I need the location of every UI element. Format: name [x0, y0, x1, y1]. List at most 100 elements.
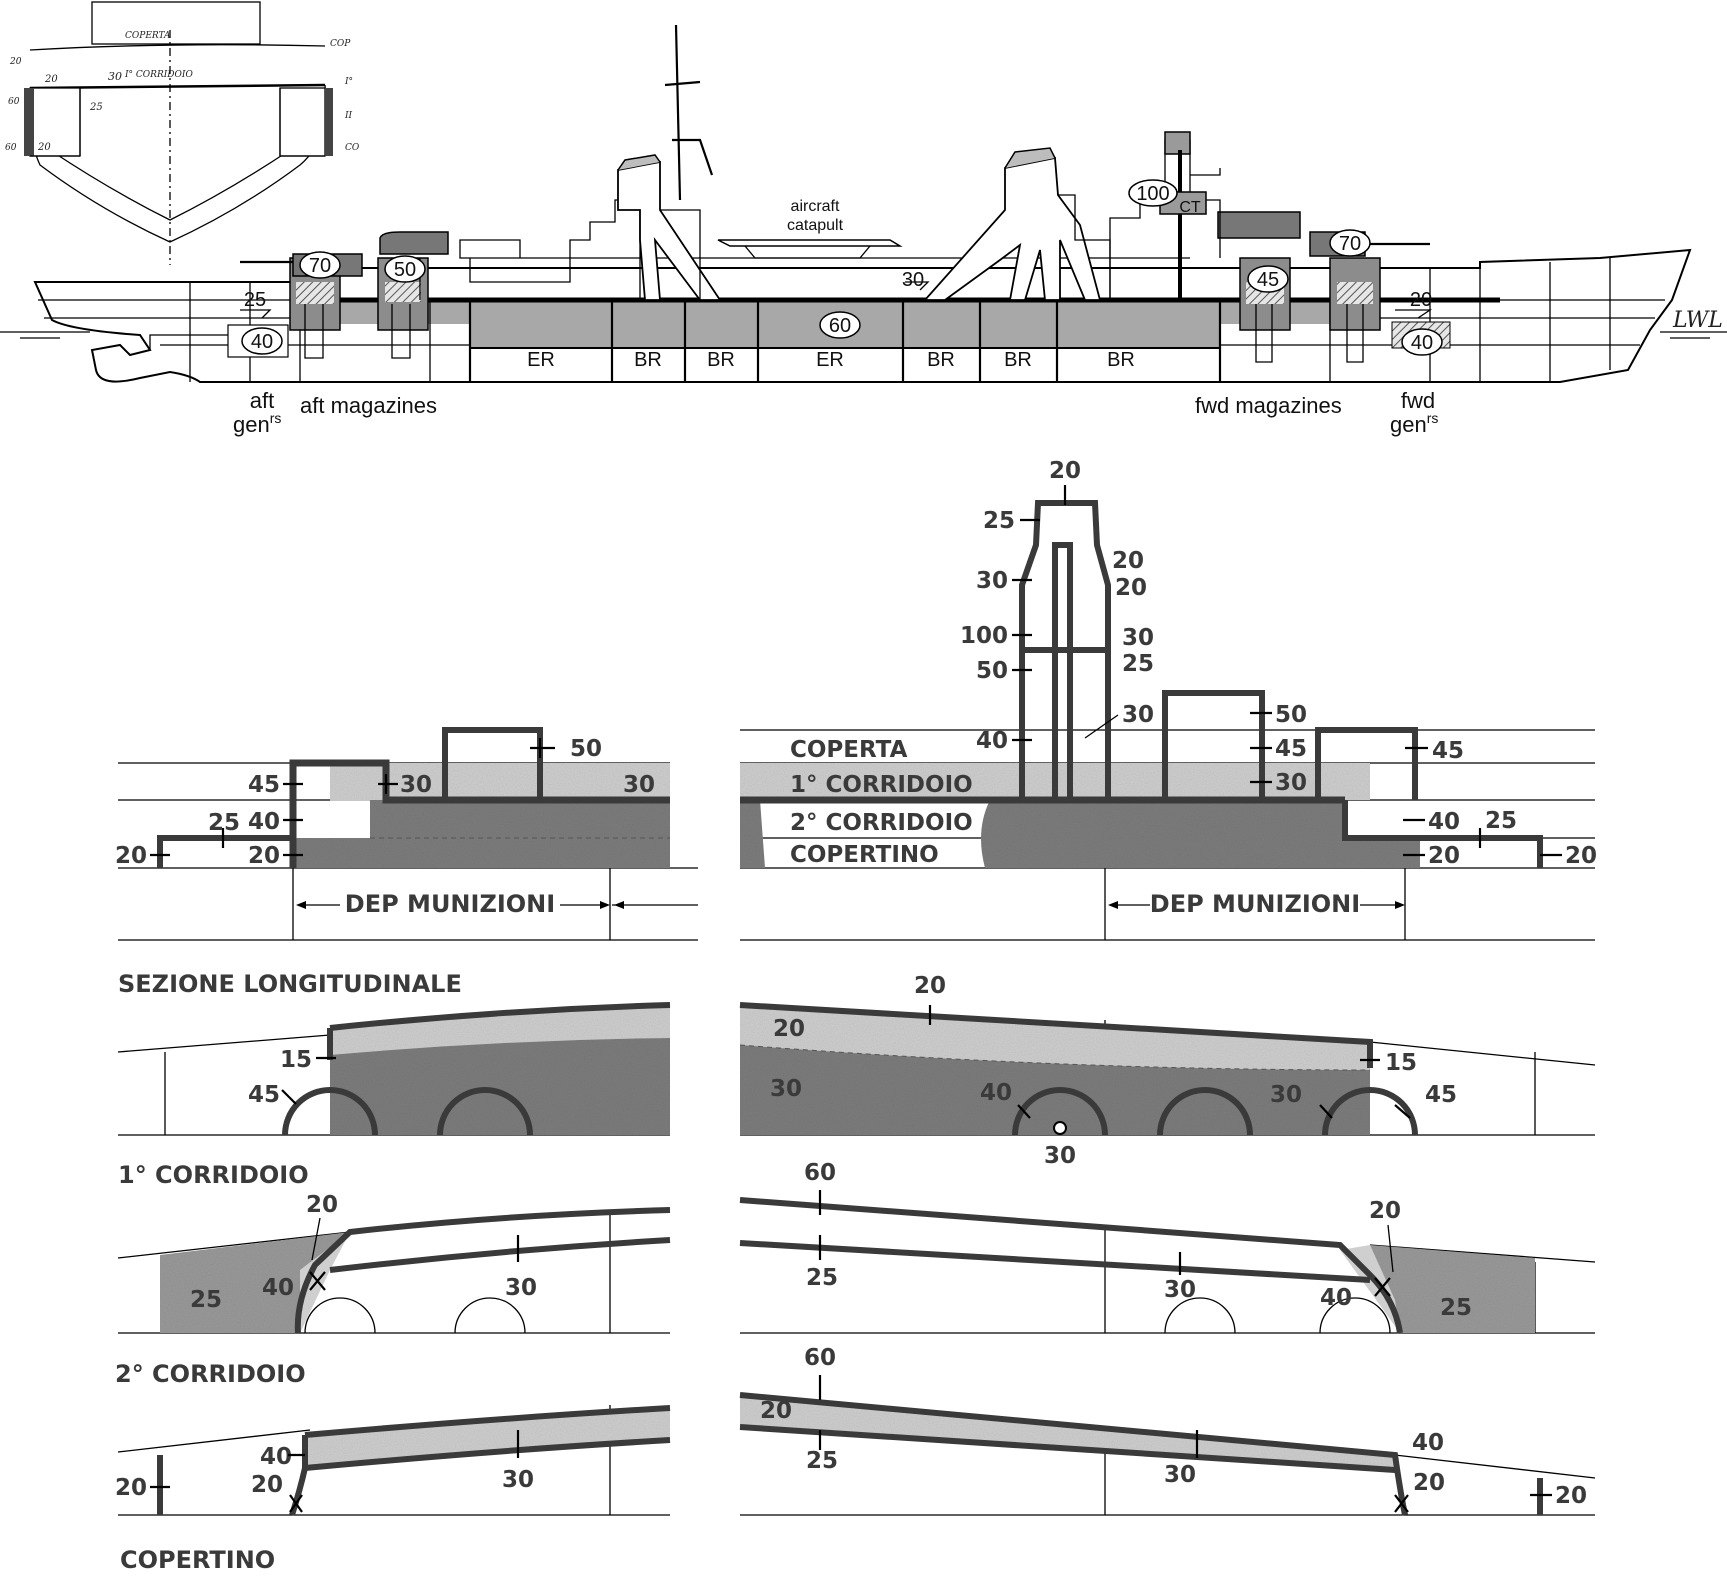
plan-1-corridoio-right: 20 20 30 40 30 30 15 45: [739, 973, 1596, 1169]
row-label-1-corridoio: 1° CORRIDOIO: [790, 772, 973, 798]
armor-value: 25: [1122, 651, 1154, 677]
aft-magazines-label: aft magazines: [300, 393, 437, 418]
armor-value: 20: [115, 843, 147, 869]
armor-value: 70: [1339, 233, 1361, 255]
dep-munizioni-right: DEP MUNIZIONI: [1150, 890, 1360, 918]
armor-value: 40: [1428, 809, 1460, 835]
fwd-label: fwd: [1401, 388, 1435, 413]
armor-value: 20: [914, 973, 946, 999]
sketch-side-label: I°: [344, 77, 353, 87]
ship-profile: 70 50 40 60 45 70 40 100 CT 25 30 20 ER …: [0, 24, 1727, 437]
armor-value: 20: [1565, 843, 1597, 869]
plan-2-label: 2° CORRIDOIO: [115, 1360, 306, 1388]
armor-value: 25: [983, 508, 1015, 534]
armor-value: 15: [1385, 1050, 1417, 1076]
sezione-longitudinale-label: SEZIONE LONGITUDINALE: [118, 970, 462, 998]
armor-value: 25: [244, 289, 266, 311]
compartment-label: BR: [707, 349, 735, 371]
armor-value: 20: [1413, 1470, 1445, 1496]
aft-label: aft: [250, 388, 274, 413]
plan-1-corridoio: 15 45 1° CORRIDOIO: [117, 1002, 671, 1189]
armor-value: 30: [1164, 1277, 1196, 1303]
armor-value: 25: [208, 810, 240, 836]
lwl-label: LWL: [1672, 308, 1723, 333]
armor-value: 60: [829, 315, 851, 337]
armor-value: 60: [804, 1160, 836, 1186]
armor-value: 40: [248, 809, 280, 835]
armor-value: 20: [1049, 458, 1081, 484]
armor-value: 40: [980, 1080, 1012, 1106]
armor-value: 45: [248, 772, 280, 798]
compartment-label: BR: [634, 349, 662, 371]
armor-value: 30: [770, 1076, 802, 1102]
armor-value: 25: [190, 1287, 222, 1313]
plan-copertino-right: 60 20 25 40 30 20 20: [739, 1345, 1596, 1516]
sketch-num: 30: [108, 70, 122, 83]
armor-value: 20: [1555, 1483, 1587, 1509]
sketch-side-label: CO: [345, 143, 360, 153]
armor-value: 20: [773, 1016, 805, 1042]
armor-value: 20: [1112, 548, 1144, 574]
armor-value: 25: [1440, 1295, 1472, 1321]
sketch-num: 20: [44, 74, 58, 85]
armor-value: 40: [976, 728, 1008, 754]
armor-value: 50: [570, 736, 602, 762]
armor-value: 30: [1044, 1143, 1076, 1169]
armor-value: 100: [960, 623, 1008, 649]
aft-gen-label: genrs: [233, 410, 281, 437]
armor-value: 45: [1425, 1082, 1457, 1108]
sketch-side-label: COP: [330, 39, 351, 49]
armor-value: 40: [1411, 332, 1433, 354]
compartment-label: BR: [927, 349, 955, 371]
armor-value: 25: [806, 1265, 838, 1291]
plan-copertino: 40 20 20 30 COPERTINO: [115, 1405, 671, 1574]
armor-value: 20: [1410, 289, 1432, 311]
sketch-side-label: II: [344, 111, 353, 121]
plan-1-label: 1° CORRIDOIO: [118, 1161, 309, 1189]
armor-value: 100: [1136, 183, 1169, 205]
sketch-num: 60: [5, 143, 17, 153]
armor-value: 20: [1115, 575, 1147, 601]
armor-value: 20: [1428, 843, 1460, 869]
armor-value: 45: [1257, 269, 1279, 291]
sketch-num: 20: [9, 57, 22, 67]
fwd-magazines-label: fwd magazines: [1195, 393, 1342, 418]
armor-value: 30: [1164, 1462, 1196, 1488]
ct-label: CT: [1179, 199, 1201, 216]
armor-value: 30: [1122, 702, 1154, 728]
plan-2-corridoio: 20 25 40 30 2° CORRIDOIO: [115, 1192, 671, 1388]
armor-value: 20: [251, 1472, 283, 1498]
armor-value: 45: [1432, 738, 1464, 764]
armor-value: 40: [1412, 1430, 1444, 1456]
armor-value: 30: [400, 772, 432, 798]
longitudinal-section-left: 50 45 30 30 25 40 20 20 DEP MUNIZIONI SE…: [115, 727, 698, 998]
armor-value: 40: [1320, 1285, 1352, 1311]
armor-value: 20: [760, 1398, 792, 1424]
row-label-coperta: COPERTA: [790, 737, 908, 763]
armor-circles: 70 50 40 60 45 70 40 100 CT: [241, 179, 1443, 356]
armor-value: 45: [1275, 736, 1307, 762]
armor-value: 30: [1122, 625, 1154, 651]
fwd-gen-label: genrs: [1390, 410, 1438, 437]
armor-value: 40: [260, 1444, 292, 1470]
armor-value: 45: [248, 1082, 280, 1108]
longitudinal-section-right: 20 25 20 30 20 100 30 50 25 40 30 50 45 …: [740, 458, 1597, 941]
sketch-num: 20: [37, 142, 51, 153]
armor-value: 50: [1275, 702, 1307, 728]
armor-value: 20: [306, 1192, 338, 1218]
aircraft-label: aircraft: [791, 198, 840, 215]
armor-value: 40: [251, 331, 273, 353]
compartment-label: BR: [1004, 349, 1032, 371]
plan-3-label: COPERTINO: [120, 1546, 275, 1574]
armor-value: 40: [262, 1275, 294, 1301]
sketch-num: 25: [89, 102, 103, 113]
armor-value: 50: [394, 259, 416, 281]
row-label-copertino: COPERTINO: [790, 842, 939, 868]
armor-value: 30: [976, 568, 1008, 594]
sketch-num: 60: [8, 97, 20, 107]
dep-munizioni-left: DEP MUNIZIONI: [345, 890, 555, 918]
compartment-label: ER: [816, 349, 844, 371]
armor-value: 30: [902, 269, 924, 291]
armor-value: 25: [1485, 808, 1517, 834]
